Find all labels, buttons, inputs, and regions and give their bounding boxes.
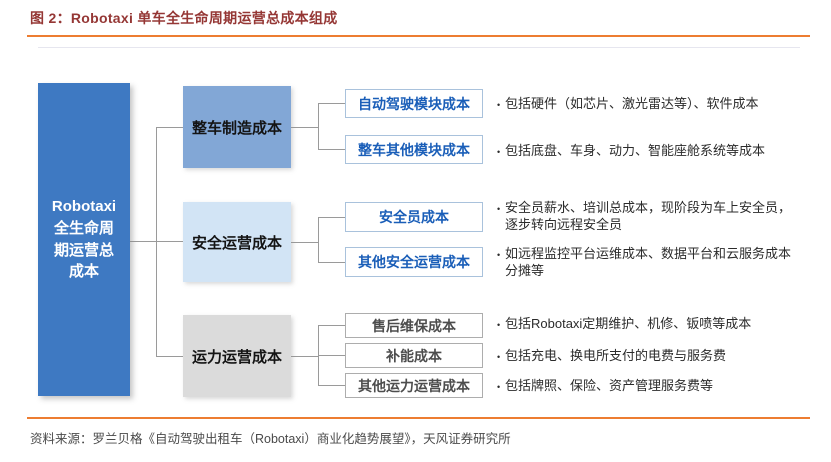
bullet-icon: • xyxy=(497,204,501,214)
root-node-label: Robotaxi 全生命周 期运营总 成本 xyxy=(51,198,117,281)
bullet-icon: • xyxy=(497,320,501,330)
desc-aftersales-maintenance-cost: • 包括Robotaxi定期维护、机修、钣喷等成本 xyxy=(497,316,797,333)
desc-recharging-cost: • 包括充电、换电所支付的电费与服务费 xyxy=(497,348,797,365)
group-node-vehicle-manufacturing-cost: 整车制造成本 xyxy=(183,86,291,168)
connector-line xyxy=(318,355,345,356)
root-node-total-lifecycle-cost: Robotaxi 全生命周 期运营总 成本 xyxy=(38,83,130,396)
connector-line xyxy=(318,325,345,326)
child-node-label: 补能成本 xyxy=(386,347,442,364)
connector-line xyxy=(318,103,345,104)
connector-line xyxy=(156,356,183,357)
child-node-vehicle-other-module-cost: 整车其他模块成本 xyxy=(345,135,483,164)
connector-line xyxy=(130,241,156,242)
connector-line xyxy=(156,127,183,128)
desc-other-safety-operation-cost: • 如远程监控平台运维成本、数据平台和云服务成本分摊等 xyxy=(497,246,797,280)
desc-text: 如远程监控平台运维成本、数据平台和云服务成本分摊等 xyxy=(505,246,792,278)
desc-text: 安全员薪水、培训总成本，现阶段为车上安全员，逐步转向远程安全员 xyxy=(505,200,792,232)
bullet-icon: • xyxy=(497,250,501,260)
connector-line xyxy=(156,127,157,357)
child-node-label: 安全员成本 xyxy=(379,209,449,225)
source-note: 资料来源：罗兰贝格《自动驾驶出租车（Robotaxi）商业化趋势展望》，天风证券… xyxy=(30,432,511,446)
connector-line xyxy=(318,385,345,386)
figure-top-border xyxy=(38,47,800,48)
child-node-safety-driver-cost: 安全员成本 xyxy=(345,202,483,232)
child-node-other-safety-operation-cost: 其他安全运营成本 xyxy=(345,247,483,277)
child-node-label: 其他运力运营成本 xyxy=(358,377,470,394)
footer-divider-rule xyxy=(27,417,810,419)
connector-line xyxy=(291,127,318,128)
desc-text: 包括底盘、车身、动力、智能座舱系统等成本 xyxy=(505,143,766,158)
connector-line xyxy=(318,217,319,263)
group-node-safety-operation-cost: 安全运营成本 xyxy=(183,202,291,282)
group-node-label: 运力运营成本 xyxy=(191,348,282,366)
group-node-label: 安全运营成本 xyxy=(191,234,282,252)
desc-autonomous-driving-module-cost: • 包括硬件（如芯片、激光雷达等）、软件成本 xyxy=(497,96,797,113)
child-node-aftersales-maintenance-cost: 售后维保成本 xyxy=(345,313,483,338)
child-node-autonomous-driving-module-cost: 自动驾驶模块成本 xyxy=(345,89,483,118)
bullet-icon: • xyxy=(497,147,501,157)
desc-other-capacity-operation-cost: • 包括牌照、保险、资产管理服务费等 xyxy=(497,378,797,395)
connector-line xyxy=(291,356,318,357)
child-node-label: 整车其他模块成本 xyxy=(358,141,470,158)
figure-title: 图 2：Robotaxi 单车全生命周期运营总成本组成 xyxy=(30,10,338,26)
desc-text: 包括Robotaxi定期维护、机修、钣喷等成本 xyxy=(505,316,752,331)
desc-text: 包括充电、换电所支付的电费与服务费 xyxy=(505,348,727,363)
group-node-label: 整车制造成本 xyxy=(191,119,282,137)
connector-line xyxy=(156,241,183,242)
child-node-label: 其他安全运营成本 xyxy=(358,254,470,270)
desc-vehicle-other-module-cost: • 包括底盘、车身、动力、智能座舱系统等成本 xyxy=(497,143,797,160)
desc-text: 包括牌照、保险、资产管理服务费等 xyxy=(505,378,714,393)
group-node-capacity-operation-cost: 运力运营成本 xyxy=(183,315,291,397)
bullet-icon: • xyxy=(497,382,501,392)
desc-text: 包括硬件（如芯片、激光雷达等）、软件成本 xyxy=(505,96,759,111)
child-node-label: 自动驾驶模块成本 xyxy=(358,95,470,112)
connector-line xyxy=(291,242,318,243)
child-node-recharging-cost: 补能成本 xyxy=(345,343,483,368)
connector-line xyxy=(318,217,345,218)
connector-line xyxy=(318,149,345,150)
connector-line xyxy=(318,262,345,263)
connector-line xyxy=(318,103,319,150)
bullet-icon: • xyxy=(497,100,501,110)
title-divider-rule xyxy=(27,35,810,37)
desc-safety-driver-cost: • 安全员薪水、培训总成本，现阶段为车上安全员，逐步转向远程安全员 xyxy=(497,200,797,234)
bullet-icon: • xyxy=(497,352,501,362)
child-node-other-capacity-operation-cost: 其他运力运营成本 xyxy=(345,373,483,398)
child-node-label: 售后维保成本 xyxy=(372,317,456,334)
